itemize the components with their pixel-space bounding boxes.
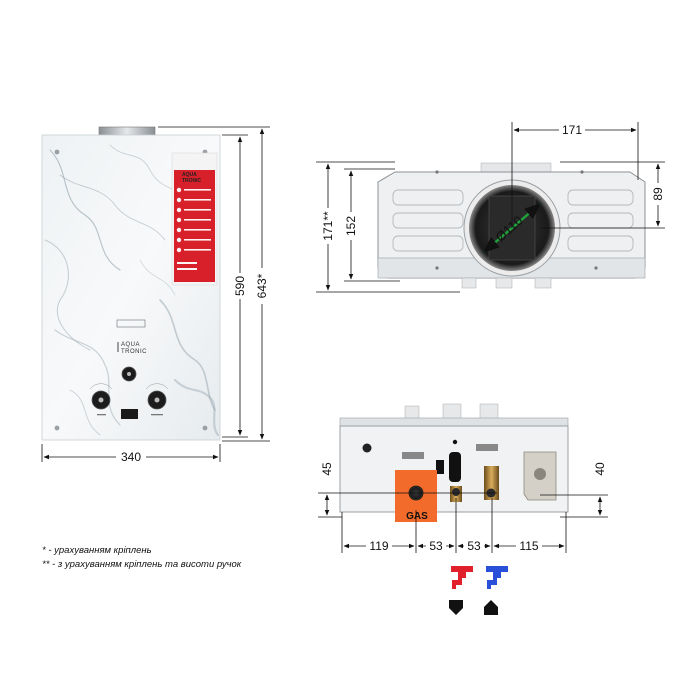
top-total-depth-dim: 171** xyxy=(321,211,335,241)
brand-line2: TRONIC xyxy=(121,349,147,355)
dim-label-bg xyxy=(321,208,335,244)
bottom-dim-115: 115 xyxy=(519,539,538,553)
dim-label-bg xyxy=(366,539,392,553)
dim-label-bg xyxy=(116,450,146,464)
ignition-button xyxy=(362,443,372,453)
inlet-arrow-icon xyxy=(484,600,498,615)
mount-pin xyxy=(54,149,60,155)
top-view: Ø110 xyxy=(377,162,646,289)
bottom-view: GAS xyxy=(339,403,569,522)
label-brand-line1: AQUA xyxy=(182,172,197,178)
label-brand-line2: TRONIC xyxy=(182,178,202,184)
dim-label-bg xyxy=(255,268,269,304)
dim-label-bg xyxy=(320,459,334,479)
dim-label-bg xyxy=(516,539,542,553)
bottom-right-height-dim: 40 xyxy=(593,462,607,476)
marble-veins xyxy=(44,144,220,437)
dim-label-bg xyxy=(593,459,607,479)
dim-label-bg xyxy=(344,212,358,240)
top-side-dim: 89 xyxy=(651,187,665,201)
info-label: AQUA TRONIC xyxy=(171,152,218,286)
temperature-display xyxy=(121,409,138,419)
bottom-dim-53b: 53 xyxy=(467,539,481,553)
hot-water-tap-icon xyxy=(451,566,473,589)
brand-logo: AQUA TRONIC xyxy=(117,342,147,355)
dim-label-bg xyxy=(651,183,665,205)
top-width-dim: 171 xyxy=(562,123,582,137)
top-depth-dim: 152 xyxy=(344,216,358,236)
top-dimensions xyxy=(316,122,665,293)
bottom-dimensions xyxy=(318,492,608,553)
mount-pin xyxy=(202,425,208,431)
note-single-asterisk: * - урахуванням кріплень xyxy=(42,545,152,556)
brand-line1: AQUA xyxy=(121,342,140,348)
front-total-height-dim: 643* xyxy=(255,273,269,298)
dim-label-bg xyxy=(426,539,446,553)
front-width-dim: 340 xyxy=(121,450,141,464)
bottom-dim-119: 119 xyxy=(369,539,388,553)
dim-label-bg xyxy=(559,123,585,137)
dim-label-bg xyxy=(464,539,484,553)
mount-pin xyxy=(54,425,60,431)
gas-label: GAS xyxy=(406,511,428,522)
outlet-arrow-icon xyxy=(449,600,463,615)
bottom-left-height-dim: 45 xyxy=(320,462,334,476)
front-body-height-dim: 590 xyxy=(233,276,247,296)
display-window xyxy=(116,319,146,328)
cold-water-tap-icon xyxy=(486,566,508,589)
dim-label-bg xyxy=(233,273,247,299)
bottom-dim-53a: 53 xyxy=(429,539,443,553)
note-double-asterisk: ** - з урахуванням кріплень та висоти ру… xyxy=(42,559,242,570)
front-view: AQUA TRONIC AQUA TRONIC xyxy=(41,126,221,441)
info-label-red-area xyxy=(174,170,215,282)
